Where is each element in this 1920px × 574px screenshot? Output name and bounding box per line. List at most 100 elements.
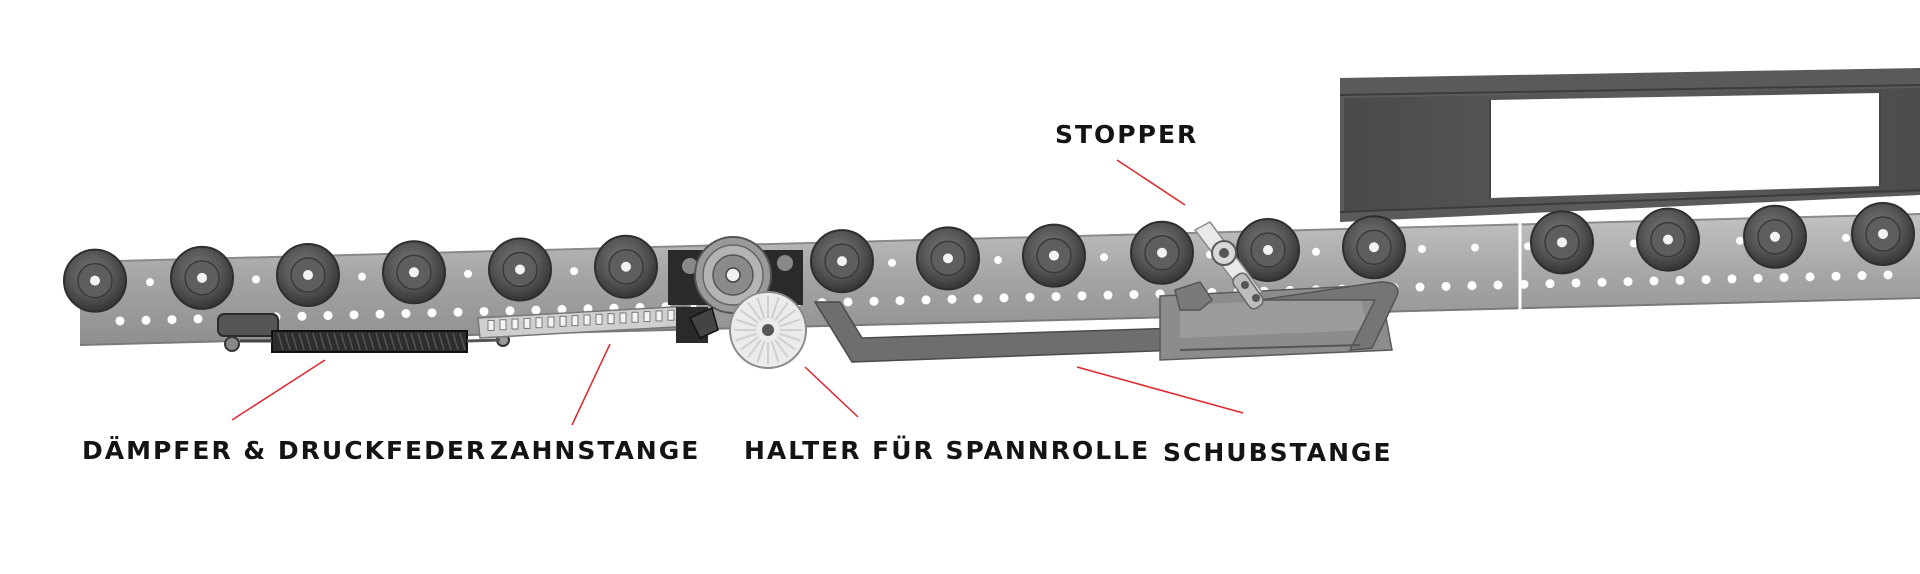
tension-pulley-bracket (668, 236, 807, 369)
rail-hole (1842, 233, 1850, 242)
rail-hole (1103, 290, 1113, 300)
roller-axle (197, 272, 207, 283)
rail-hole (1649, 276, 1659, 286)
rail-hole (505, 306, 515, 316)
rail-hole (375, 309, 385, 319)
spring-coil (424, 332, 431, 351)
rail-hole (193, 314, 203, 324)
roller (170, 245, 234, 310)
rail-hole (479, 306, 489, 316)
rail-hole (464, 269, 472, 278)
leader-line-stopper (1116, 159, 1186, 206)
spring-coil (403, 332, 410, 351)
rack-tooth (499, 319, 507, 331)
rack-tooth (523, 317, 531, 329)
rack-tooth (643, 311, 651, 323)
rail-hole (1077, 291, 1087, 301)
rack-tooth (619, 312, 627, 324)
spring-coil (333, 332, 340, 351)
rail-hole (1571, 278, 1581, 288)
spring-coil (326, 332, 333, 351)
rail-hole (252, 275, 260, 284)
label-daempfer-druckfeder: DÄMPFER & DRUCKFEDER (82, 436, 488, 465)
rail-hole (531, 305, 541, 315)
gear-tooth (739, 336, 759, 351)
spring-coil (361, 332, 368, 351)
spring-coil (396, 332, 403, 351)
roller (1130, 220, 1194, 285)
spring-coil (375, 332, 382, 351)
spring-coil (445, 332, 452, 351)
rail-hole (115, 316, 125, 326)
rail-hole (323, 311, 333, 321)
rail-hole (1467, 281, 1477, 291)
damper-spring (217, 313, 510, 353)
roller (276, 243, 340, 308)
rail-hole (1597, 277, 1607, 287)
roller (1342, 215, 1406, 280)
roller-axle (621, 261, 631, 272)
rail-hole (1736, 236, 1744, 245)
gear-tooth (747, 339, 762, 359)
gear-tooth (770, 341, 780, 363)
rack-tooth (667, 309, 675, 321)
rail-hole (349, 310, 359, 320)
pinion-gear (729, 291, 807, 369)
rail-hole (1493, 280, 1503, 290)
rail-hole (1727, 274, 1737, 284)
roller (1530, 210, 1594, 275)
gear-tooth (774, 339, 789, 359)
pulley-wheel (694, 236, 772, 314)
spring-coils (277, 332, 466, 351)
roller-axle (90, 275, 100, 286)
spring-coil (410, 332, 417, 351)
gear-teeth (734, 296, 802, 364)
rail-hole (1675, 275, 1685, 285)
rail-hole (1129, 290, 1139, 300)
spring-coil (319, 332, 326, 351)
rack-tooth (487, 319, 495, 331)
spring-coil (431, 332, 438, 351)
rail-hole (888, 258, 896, 267)
rail-hole (1630, 239, 1638, 248)
roller (1236, 218, 1300, 283)
label-halter-fuer-spannrolle: HALTER FÜR SPANNROLLE (744, 436, 1151, 465)
rail-hole (1312, 247, 1320, 256)
roller-axle (515, 264, 525, 275)
rack-tooth (511, 318, 519, 330)
spring-coil (284, 332, 291, 351)
spring-coil (417, 332, 424, 351)
spring-coil (389, 332, 396, 351)
gear-tooth (756, 297, 766, 319)
spring-coil (291, 332, 298, 351)
roller-axle (303, 270, 313, 281)
rollers (63, 201, 1915, 313)
roller (382, 240, 446, 305)
gear-tooth (777, 309, 797, 324)
rail-hole (1441, 281, 1451, 291)
rail-hole (1883, 270, 1893, 280)
spring-coil (312, 332, 319, 351)
rack-tooth (583, 314, 591, 326)
rail-hole (999, 293, 1009, 303)
leader-lines (231, 159, 1244, 426)
label-stopper: STOPPER (1055, 120, 1199, 149)
rail-hole (401, 308, 411, 318)
rack-tooth (595, 313, 603, 325)
roller-axle (1663, 234, 1673, 245)
rail-hole (1519, 279, 1529, 289)
roller-axle (1770, 231, 1780, 242)
rail-hole (146, 278, 154, 287)
spring-coil (452, 332, 459, 351)
rail-hole (1753, 273, 1763, 283)
push-rod (813, 281, 1399, 363)
rail-hole (1418, 244, 1426, 253)
roller (1743, 204, 1807, 269)
rack-tooth (631, 311, 639, 323)
label-zahnstange: ZAHNSTANGE (490, 436, 701, 465)
label-schubstange: SCHUBSTANGE (1163, 438, 1393, 467)
rail-hole (453, 307, 463, 317)
rail-hole (141, 315, 151, 325)
rail-hole (427, 308, 437, 318)
rack-tooth (607, 313, 615, 325)
